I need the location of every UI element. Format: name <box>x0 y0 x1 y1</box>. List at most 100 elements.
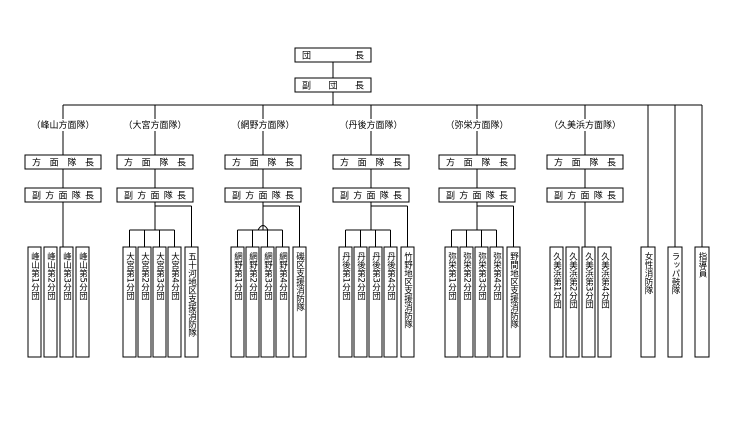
division-4-unit-2: 丹後第2分団 <box>353 246 368 358</box>
division-3-unit-3-label: 網野第3分団 <box>263 251 273 300</box>
division-6-deputy-box: 副 方 面 隊 長 <box>546 187 624 203</box>
division-4-deputy-box-frame <box>332 187 410 203</box>
special-unit-3-label: 指導員 <box>697 251 707 278</box>
division-2-unit-4-label: 大宮第4分団 <box>170 251 180 300</box>
chief-box: 団 長 <box>294 47 372 63</box>
division-2-support-box-frame <box>184 246 199 358</box>
division-4-unit-2-label: 丹後第2分団 <box>356 252 366 301</box>
division-5-unit-4-label: 弥栄第4分団 <box>492 251 502 300</box>
division-4-support-box: 竹野地区支援消防隊 <box>400 246 415 358</box>
division-2-unit-4: 大宮第4分団 <box>167 246 182 358</box>
division-6-unit-3: 久美浜第3分団 <box>581 246 596 358</box>
division-6-unit-4: 久美浜第4分団 <box>597 246 612 358</box>
division-3-unit-2-frame <box>245 246 260 358</box>
division-2-label-bg <box>115 119 195 131</box>
special-unit-3: 指導員 <box>694 246 710 358</box>
division-1-unit-4-frame <box>75 246 90 358</box>
division-6-name: （久美浜方面隊） <box>549 119 621 131</box>
division-4-support-box-frame <box>400 246 415 358</box>
division-5-unit-1-label: 弥栄第1分団 <box>447 251 457 300</box>
division-4-unit-3-frame <box>368 246 383 358</box>
division-1-deputy-box: 副 方 面 隊 長 <box>24 187 102 203</box>
division-3-unit-1-frame <box>230 246 245 358</box>
deputy-chief-box-frame <box>294 77 372 93</box>
division-6-unit-1-label: 久美浜第1分団 <box>552 251 562 309</box>
division-4-support-box-label: 竹野地区支援消防隊 <box>403 251 413 329</box>
division-1-unit-1-label: 峰山第1分団 <box>30 251 40 300</box>
division-1-unit-2-frame <box>43 246 58 358</box>
division-4-deputy-box-label: 副 方 面 隊 長 <box>340 190 402 202</box>
division-3-unit-2-label: 網野第2分団 <box>248 251 258 300</box>
division-4-unit-2-frame <box>353 246 368 358</box>
division-4-name: （丹後方面隊） <box>339 119 402 131</box>
division-1-unit-3: 峰山第3分団 <box>59 246 74 358</box>
division-2-support-box: 五十河地区支援消防隊 <box>184 246 199 358</box>
division-3-unit-1-label: 網野第1分団 <box>233 251 243 300</box>
division-5-leader-box: 方 面 隊 長 <box>438 154 516 170</box>
division-2-unit-1-label: 大宮第1分団 <box>125 251 135 300</box>
division-6-unit-1: 久美浜第1分団 <box>549 246 564 358</box>
division-2-deputy-box-frame <box>116 187 194 203</box>
division-6-unit-2-label: 久美浜第2分団 <box>568 251 578 309</box>
division-5-support-box-label: 野間地区支援消防隊 <box>509 252 519 329</box>
division-5-unit-4-frame <box>489 246 504 358</box>
division-4-unit-3: 丹後第3分団 <box>368 246 383 358</box>
deputy-chief-box-label: 副 団 長 <box>302 81 364 92</box>
division-2-unit-2-frame <box>137 246 152 358</box>
division-1-leader-box: 方 面 隊 長 <box>24 154 102 170</box>
division-4-deputy-box: 副 方 面 隊 長 <box>332 187 410 203</box>
division-6-unit-3-frame <box>581 246 596 358</box>
division-6-leader-box: 方 面 隊 長 <box>546 154 624 170</box>
division-5-name: （弥栄方面隊） <box>445 119 508 131</box>
division-5-deputy-box-label: 副 方 面 隊 長 <box>446 190 508 202</box>
division-3-deputy-box: 副 方 面 隊 長 <box>224 187 302 203</box>
division-3-deputy-box-frame <box>224 187 302 203</box>
division-2-unit-4-frame <box>167 246 182 358</box>
division-1-unit-4-label: 峰山第5分団 <box>78 251 88 300</box>
special-unit-1-label: 女性消防隊 <box>643 251 653 295</box>
division-4-unit-4-frame <box>383 246 398 358</box>
division-4-unit-1-frame <box>338 246 353 358</box>
division-3-unit-1: 網野第1分団 <box>230 246 245 358</box>
division-2-unit-3-label: 大宮第3分団 <box>155 251 165 300</box>
division-1-unit-1: 峰山第1分団 <box>27 246 42 358</box>
division-1-unit-2: 峰山第2分団 <box>43 246 58 358</box>
special-unit-3-frame <box>694 246 710 358</box>
special-unit-2: ラッパ鼓隊 <box>667 246 683 358</box>
division-5-unit-3: 弥栄第3分団 <box>474 246 489 358</box>
division-6-deputy-box-frame <box>546 187 624 203</box>
division-6-unit-2-frame <box>565 246 580 358</box>
division-2-unit-2-label: 大宮第2分団 <box>140 251 150 300</box>
division-3-unit-4-frame <box>275 246 290 358</box>
division-3-unit-4: 網野第4分団 <box>275 246 290 358</box>
division-4-leader-box: 方 面 隊 長 <box>332 154 410 170</box>
division-4-unit-3-label: 丹後第3分団 <box>371 252 381 301</box>
division-1-label-bg <box>23 119 103 131</box>
division-5-label-bg <box>437 119 517 131</box>
special-unit-2-frame <box>667 246 683 358</box>
org-boxes: 団 長副 団 長（峰山方面隊）方 面 隊 長副 方 面 隊 長峰山第1分団峰山第… <box>23 47 710 358</box>
division-4-unit-1: 丹後第1分団 <box>338 246 353 358</box>
deputy-chief-box: 副 団 長 <box>294 77 372 93</box>
division-5-deputy-box: 副 方 面 隊 長 <box>438 187 516 203</box>
division-3-unit-2: 網野第2分団 <box>245 246 260 358</box>
division-1-deputy-box-label: 副 方 面 隊 長 <box>32 190 94 202</box>
division-5-unit-2: 弥栄第2分団 <box>459 246 474 358</box>
division-5-unit-1-frame <box>444 246 459 358</box>
special-unit-1-frame <box>640 246 656 358</box>
division-3-label-bg <box>223 119 303 131</box>
division-2-name: （大宮方面隊） <box>123 119 186 131</box>
division-4-leader-box-frame <box>332 154 410 170</box>
division-5-unit-1: 弥栄第1分団 <box>444 246 459 358</box>
special-unit-2-label: ラッパ鼓隊 <box>670 252 680 295</box>
division-6-deputy-box-label: 副 方 面 隊 長 <box>554 190 616 202</box>
special-unit-1: 女性消防隊 <box>640 246 656 358</box>
division-4-unit-4-label: 丹後第4分団 <box>386 252 396 301</box>
division-3-support-box: 磯区支援消防隊 <box>292 246 307 358</box>
division-3-unit-3-frame <box>260 246 275 358</box>
division-2-unit-3: 大宮第3分団 <box>152 246 167 358</box>
division-2-deputy-box-label: 副 方 面 隊 長 <box>124 190 186 202</box>
division-6-unit-3-label: 久美浜第3分団 <box>584 251 594 309</box>
division-2-support-box-label: 五十河地区支援消防隊 <box>187 252 197 338</box>
